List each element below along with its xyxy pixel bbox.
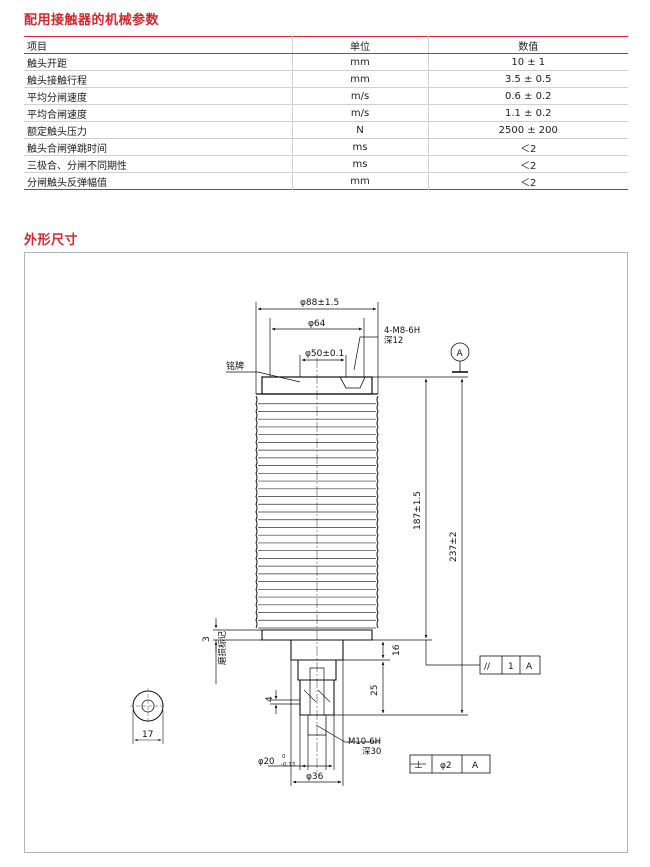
cell-item: 三极合、分闸不同期性 — [24, 155, 292, 173]
top-dimensions — [226, 302, 379, 394]
dim-25: 25 — [370, 685, 380, 696]
header-value: 数值 — [427, 36, 628, 54]
fcf-parallel-symbol: // — [484, 662, 491, 672]
side-view-circle — [130, 688, 166, 744]
cell-value: ＜2 — [427, 172, 628, 190]
cell-unit: ms — [291, 138, 428, 156]
table-row: 分闸触头反弹幅值 mm＜2 — [24, 172, 628, 190]
datum-a-symbol — [450, 342, 470, 373]
bottom-dimensions — [268, 660, 380, 786]
wear-mark — [213, 618, 262, 684]
cell-item: 平均分闸速度 — [24, 87, 292, 105]
cell-value: ＜2 — [427, 138, 628, 156]
fcf-parallelism — [479, 655, 541, 675]
dim-16: 16 — [392, 644, 402, 656]
top-cap — [256, 376, 378, 395]
fcf-parallel-datum: A — [526, 662, 533, 672]
drawing-frame — [24, 252, 628, 853]
dim-d88: φ88±1.5 — [300, 298, 339, 308]
cell-item: 触头接触行程 — [24, 70, 292, 88]
dim-4-lines — [270, 690, 300, 714]
header-unit: 单位 — [291, 36, 428, 54]
cell-value: 10 ± 1 — [427, 53, 628, 71]
dim-4: 4 — [265, 696, 275, 702]
cell-unit: m/s — [291, 104, 428, 122]
cell-item: 触头开距 — [24, 53, 292, 71]
fcf-parallel-value: 1 — [508, 662, 514, 672]
fcf-perpendicular-symbol: ⊥ — [414, 760, 423, 771]
wear-mark-label: 磨损标记 — [217, 630, 228, 665]
cell-item: 分闸触头反弹幅值 — [27, 177, 107, 189]
dim-d50: φ50±0.1 — [305, 349, 344, 359]
cell-unit: mm — [291, 70, 428, 88]
thread-bottom: M10-6H — [348, 737, 381, 747]
dim-d20-tol-lower: -0.13 — [281, 762, 296, 768]
thread-top: 4-M8-6H — [384, 326, 420, 336]
cell-item: 额定触头压力 — [24, 121, 292, 139]
fcf-perpendicularity — [409, 754, 491, 774]
dim-d20: φ20 — [258, 757, 274, 767]
dim-d64: φ64 — [308, 319, 326, 329]
cell-value: 0.6 ± 0.2 — [427, 87, 628, 105]
corrugated-insulator — [255, 395, 379, 629]
dim-d36: φ36 — [306, 772, 324, 782]
cell-unit: ms — [291, 155, 428, 173]
cell-unit: mm — [291, 53, 428, 71]
header-item: 项目 — [24, 36, 292, 54]
fcf-perpendicular-datum: A — [472, 761, 479, 771]
dim-237: 237±2 — [449, 532, 459, 562]
datum-a-label: A — [457, 349, 464, 359]
nameplate-label: 铭牌 — [226, 360, 244, 372]
thread-bottom-depth: 深30 — [362, 747, 381, 757]
cell-item: 平均合闸速度 — [24, 104, 292, 122]
section-title-mechanical-params: 配用接触器的机械参数 — [24, 13, 160, 28]
fcf-perpendicular-value: φ2 — [440, 761, 452, 771]
dim-17: 17 — [142, 730, 153, 740]
cell-value: ＜2 — [427, 155, 628, 173]
right-dimensions — [334, 376, 480, 765]
thread-top-depth: 深12 — [384, 336, 403, 346]
wear-mark-value: 3 — [202, 636, 212, 642]
section-title-dimensions: 外形尺寸 — [24, 233, 79, 248]
cell-value: 2500 ± 200 — [427, 121, 628, 139]
cell-value: 3.5 ± 0.5 — [427, 70, 628, 88]
dim-d20-tol-upper: 0 — [282, 754, 286, 760]
cell-value: 1.1 ± 0.2 — [427, 104, 628, 122]
cell-item: 触头合闸弹跳时间 — [24, 138, 292, 156]
cell-unit: mm — [291, 172, 428, 190]
table-header-row: 项目 单位 数值 — [24, 36, 628, 54]
cell-unit: m/s — [291, 87, 428, 105]
cell-unit: N — [291, 121, 428, 139]
dim-187: 187±1.5 — [413, 491, 423, 530]
